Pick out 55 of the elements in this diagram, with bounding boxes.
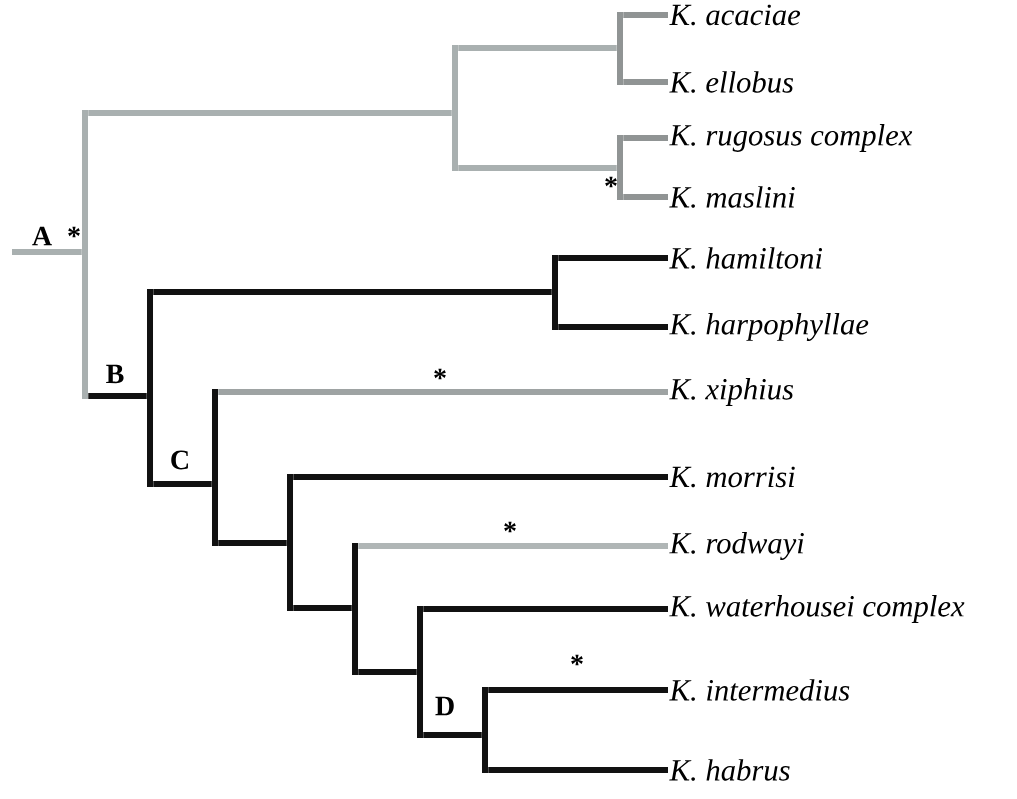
branch-line: [623, 135, 668, 141]
branch-line: [488, 767, 668, 773]
taxon-label: K. maslini: [669, 186, 795, 208]
taxon-label: K. hamiltoni: [669, 247, 823, 269]
branch-bar: [82, 110, 88, 399]
branch-bar: [417, 606, 423, 738]
branch-line: [153, 481, 212, 488]
branch-line: [88, 110, 452, 116]
support-asterisk: *: [68, 226, 80, 238]
taxon-label: K. waterhousei complex: [669, 595, 965, 623]
branch-line: [358, 669, 417, 675]
branch-line: [558, 324, 668, 330]
taxon-label: K. habrus: [669, 759, 790, 781]
taxon-label: K. intermedius: [669, 679, 850, 701]
branch-bar: [212, 389, 218, 546]
branch-line: [358, 543, 668, 549]
branch-line: [293, 605, 352, 611]
branch-line: [218, 389, 668, 395]
branch-line: [88, 393, 147, 399]
branch-line: [558, 255, 668, 261]
branch-line: [423, 732, 482, 738]
branch-bar: [617, 135, 623, 200]
support-asterisk: *: [605, 176, 617, 188]
branch-bar: [287, 474, 293, 611]
taxon-label: K. rugosus complex: [669, 124, 913, 152]
branch-line: [623, 79, 668, 85]
branch-bar: [482, 687, 488, 773]
support-asterisk: *: [504, 521, 516, 533]
branch-line: [153, 289, 552, 295]
branch-line: [623, 194, 668, 200]
branch-line: [12, 249, 82, 255]
branch-line: [458, 45, 617, 51]
branch-bar: [147, 289, 153, 487]
support-asterisk: *: [434, 368, 446, 380]
branch-line: [458, 165, 617, 171]
branch-line: [423, 606, 668, 612]
taxon-label: K. ellobus: [669, 71, 794, 93]
taxon-label: K. acaciae: [669, 4, 801, 26]
branch-line: [293, 474, 668, 480]
support-asterisk: *: [571, 654, 583, 666]
taxon-label: K. morrisi: [669, 466, 795, 488]
branch-bar: [452, 45, 458, 171]
branch-bar: [352, 543, 358, 675]
branch-bar: [617, 12, 623, 85]
clade-label: B: [106, 364, 124, 384]
taxon-label: K. harpophyllae: [669, 313, 869, 341]
branch-line: [488, 687, 668, 693]
branch-line: [218, 540, 287, 546]
branch-bar: [552, 255, 558, 330]
clade-label: A: [32, 226, 52, 246]
taxon-label: K. xiphius: [669, 378, 794, 406]
taxon-label: K. rodwayi: [669, 532, 804, 560]
clade-label: D: [435, 696, 454, 716]
branch-line: [623, 12, 668, 18]
clade-label: C: [171, 450, 188, 470]
